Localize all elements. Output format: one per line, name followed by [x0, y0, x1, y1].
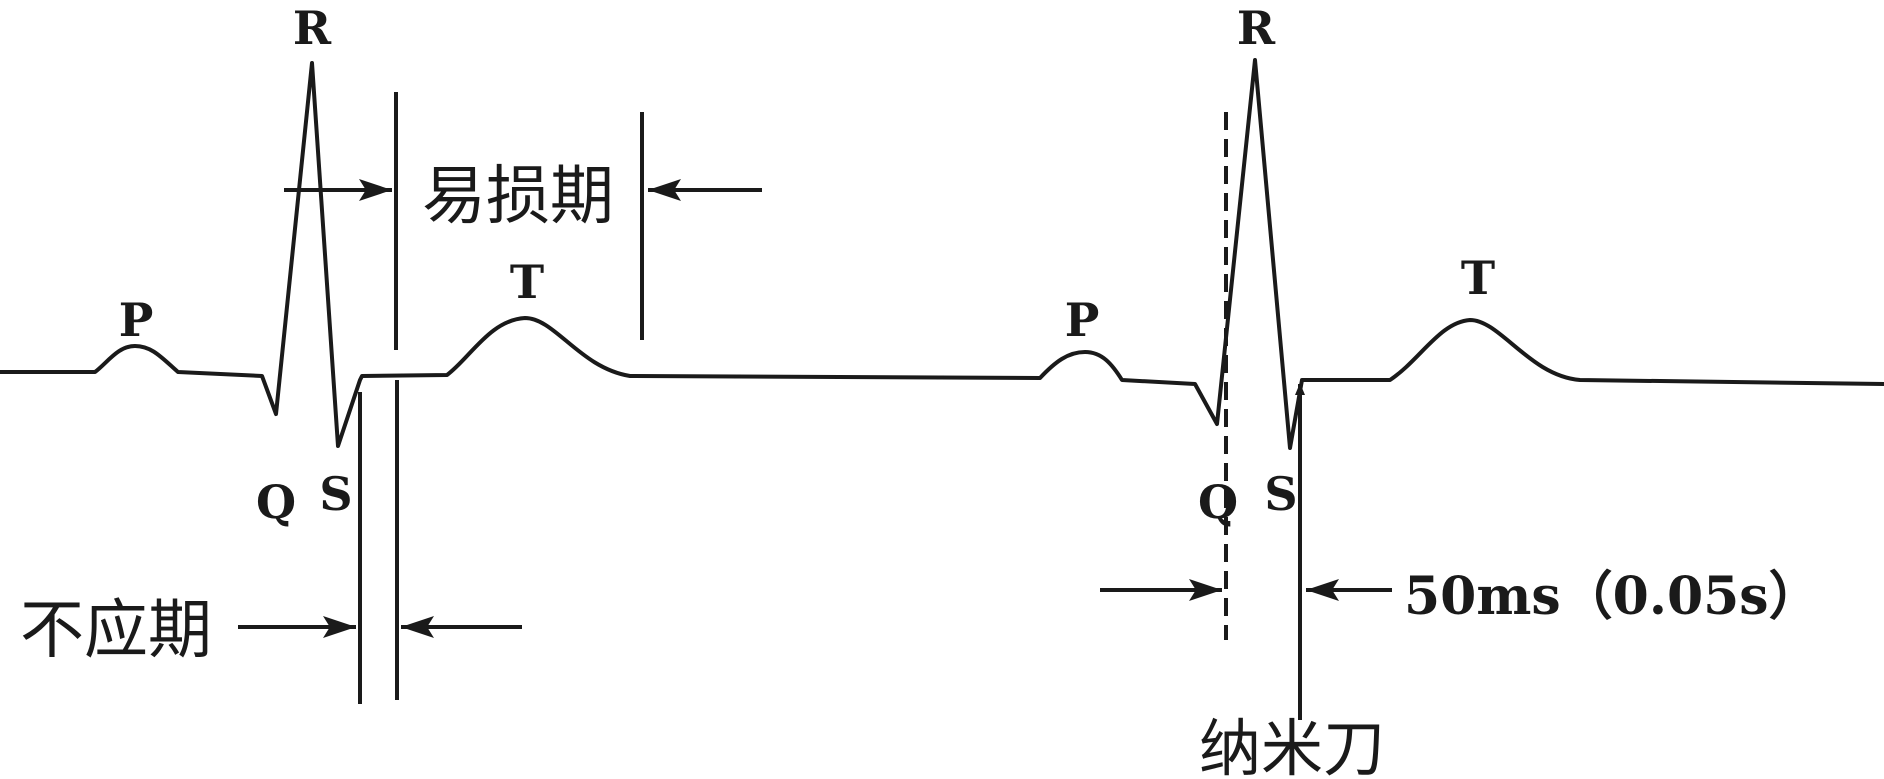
- beat2-t-label: T: [1461, 251, 1495, 305]
- ecg-waveform: [0, 58, 1884, 450]
- beat2-p-label: P: [1065, 293, 1100, 347]
- beat1-r-label: R: [293, 1, 332, 55]
- beat2-s-label: S: [1264, 467, 1297, 521]
- beat1-t-label: T: [510, 255, 544, 309]
- beat1-p-label: P: [119, 293, 154, 347]
- beat1-q-label: Q: [256, 475, 296, 529]
- beat1-s-label: S: [319, 467, 352, 521]
- vulnerable-period-label: 易损期: [422, 160, 614, 234]
- beat2-q-label: Q: [1198, 475, 1238, 529]
- nanoknife-label: 纳米刀: [1199, 712, 1385, 779]
- refractory-period-label: 不应期: [20, 594, 212, 668]
- beat2-r-label: R: [1237, 1, 1276, 55]
- interval-label: 50ms（0.05s）: [1404, 566, 1821, 627]
